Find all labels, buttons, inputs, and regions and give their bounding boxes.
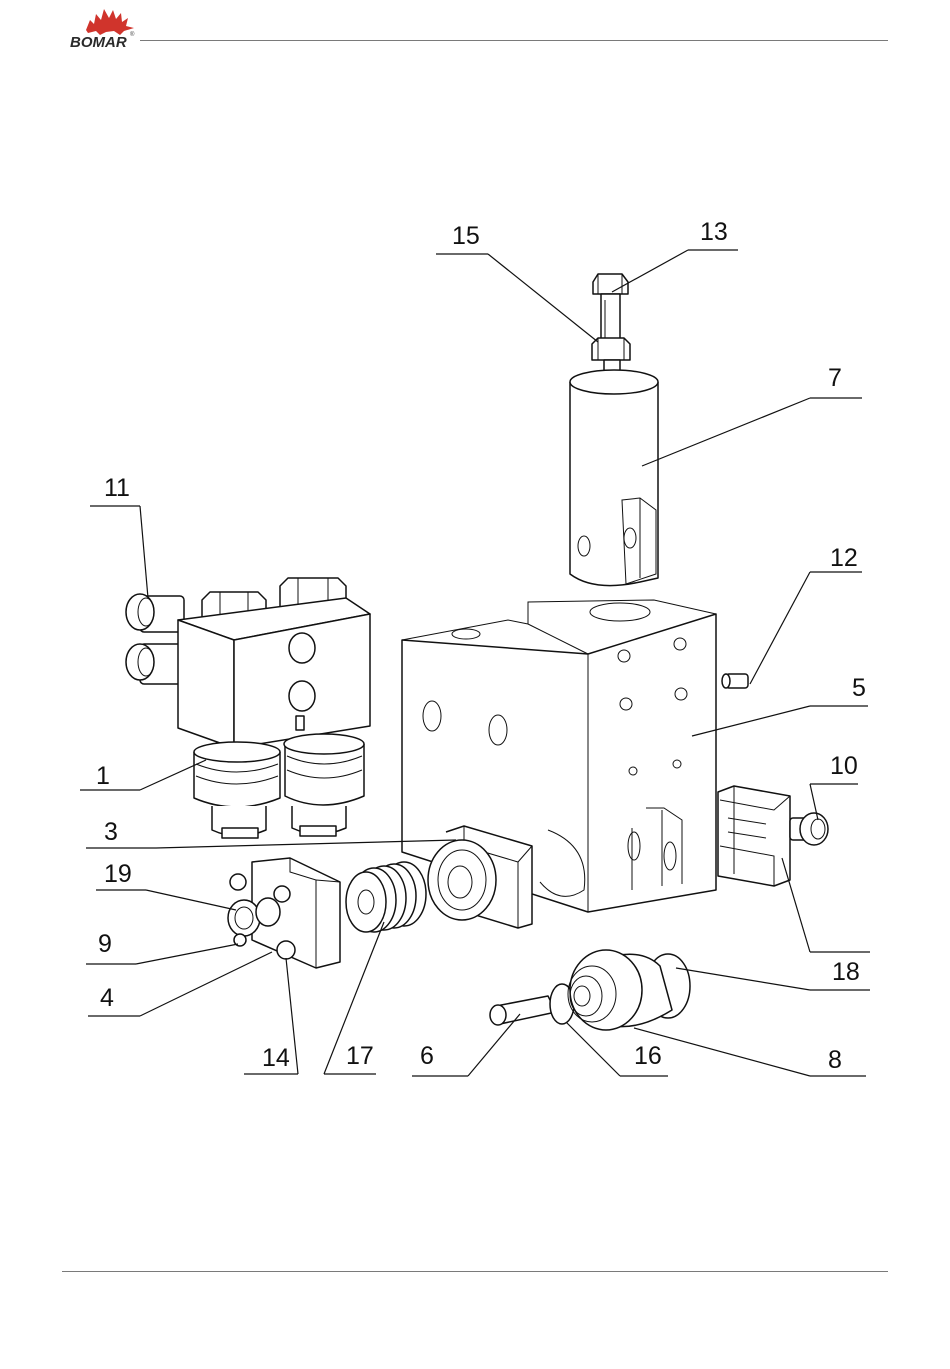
- callout-18: 18: [832, 958, 860, 986]
- callout-7: 7: [828, 364, 842, 392]
- callout-12: 12: [830, 544, 858, 572]
- bolt-13: [593, 274, 628, 340]
- disc-springs-17: [346, 862, 426, 932]
- callout-13: 13: [700, 218, 728, 246]
- callout-14: 14: [262, 1044, 290, 1072]
- plug-12: [722, 674, 748, 688]
- callout-11: 11: [104, 474, 130, 502]
- sleeve-7: [570, 370, 658, 586]
- callout-10: 10: [830, 752, 858, 780]
- block-assembly-1: [178, 578, 370, 838]
- callout-8: 8: [828, 1046, 842, 1074]
- callout-15: 15: [452, 222, 480, 250]
- clamp-10-18: [718, 786, 828, 886]
- callout-4: 4: [100, 984, 114, 1012]
- roller-8: [568, 950, 690, 1030]
- callout-19: 19: [104, 860, 132, 888]
- callout-9: 9: [98, 930, 112, 958]
- shaft-6: [490, 984, 574, 1025]
- callout-1: 1: [96, 762, 110, 790]
- callout-6: 6: [420, 1042, 434, 1070]
- callout-3: 3: [104, 818, 118, 846]
- callout-5: 5: [852, 674, 866, 702]
- callout-16: 16: [634, 1042, 662, 1070]
- callout-17: 17: [346, 1042, 374, 1070]
- pins-11: [126, 594, 184, 684]
- cover-plate-4: [228, 858, 340, 968]
